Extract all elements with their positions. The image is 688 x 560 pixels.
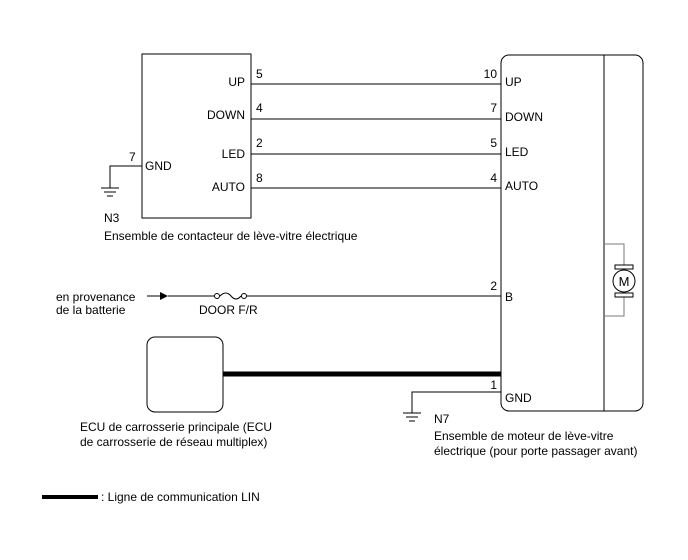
motor-b-label: B bbox=[505, 290, 513, 304]
battery-label-line1: en provenance bbox=[56, 290, 136, 304]
motor-symbol-icon: M bbox=[612, 264, 636, 298]
motor-ground-wire bbox=[411, 391, 501, 413]
ecu-label-line2: de carrosserie de réseau multiplex) bbox=[80, 435, 267, 449]
motor-ground-icon bbox=[403, 412, 421, 422]
fuse-icon bbox=[214, 292, 247, 300]
switch-box bbox=[141, 53, 252, 219]
switch-pin-num-auto: 8 bbox=[256, 171, 263, 185]
motor-code: N7 bbox=[434, 412, 450, 426]
motor-name-line2: électrique (pour porte passager avant) bbox=[434, 444, 637, 458]
switch-pin-num-led: 2 bbox=[256, 136, 263, 150]
switch-pin-label-down: DOWN bbox=[207, 108, 245, 122]
switch-pin-label-led: LED bbox=[222, 147, 246, 161]
switch-pin-num-up: 5 bbox=[256, 67, 263, 81]
ecu-box bbox=[146, 336, 224, 413]
motor-b-num: 2 bbox=[490, 279, 497, 293]
motor-pin-num-auto: 4 bbox=[490, 171, 497, 185]
motor-pin-label-led: LED bbox=[505, 145, 529, 159]
motor-pin-label-auto: AUTO bbox=[505, 179, 538, 193]
battery-label-line2: de la batterie bbox=[56, 303, 126, 317]
motor-pin-label-down: DOWN bbox=[505, 110, 543, 124]
motor-lead-top bbox=[604, 243, 625, 265]
switch-code: N3 bbox=[104, 211, 120, 225]
switch-ground-icon bbox=[101, 187, 119, 197]
legend-label: : Ligne de communication LIN bbox=[101, 490, 260, 504]
battery-arrow-icon bbox=[160, 292, 168, 300]
motor-pin-num-led: 5 bbox=[490, 136, 497, 150]
fuse-label: DOOR F/R bbox=[199, 303, 258, 317]
motor-lead-bottom bbox=[604, 297, 625, 317]
motor-pin-label-up: UP bbox=[505, 75, 522, 89]
motor-box bbox=[500, 54, 644, 412]
switch-pin-label-auto: AUTO bbox=[212, 180, 245, 194]
motor-gnd-label: GND bbox=[505, 391, 532, 405]
switch-pin-label-up: UP bbox=[228, 75, 245, 89]
switch-name: Ensemble de contacteur de lève-vitre éle… bbox=[104, 229, 358, 243]
switch-gnd-label: GND bbox=[145, 159, 172, 173]
motor-name-line1: Ensemble de moteur de lève-vitre bbox=[434, 429, 614, 443]
motor-gnd-num: 1 bbox=[490, 378, 497, 392]
switch-ground-wire bbox=[109, 165, 142, 188]
switch-pin-num-down: 4 bbox=[256, 101, 263, 115]
motor-pin-num-down: 7 bbox=[490, 101, 497, 115]
motor-symbol-letter: M bbox=[619, 274, 630, 289]
switch-gnd-num: 7 bbox=[129, 150, 136, 164]
ecu-label-line1: ECU de carrosserie principale (ECU bbox=[80, 420, 272, 434]
motor-pin-num-up: 10 bbox=[484, 67, 498, 81]
